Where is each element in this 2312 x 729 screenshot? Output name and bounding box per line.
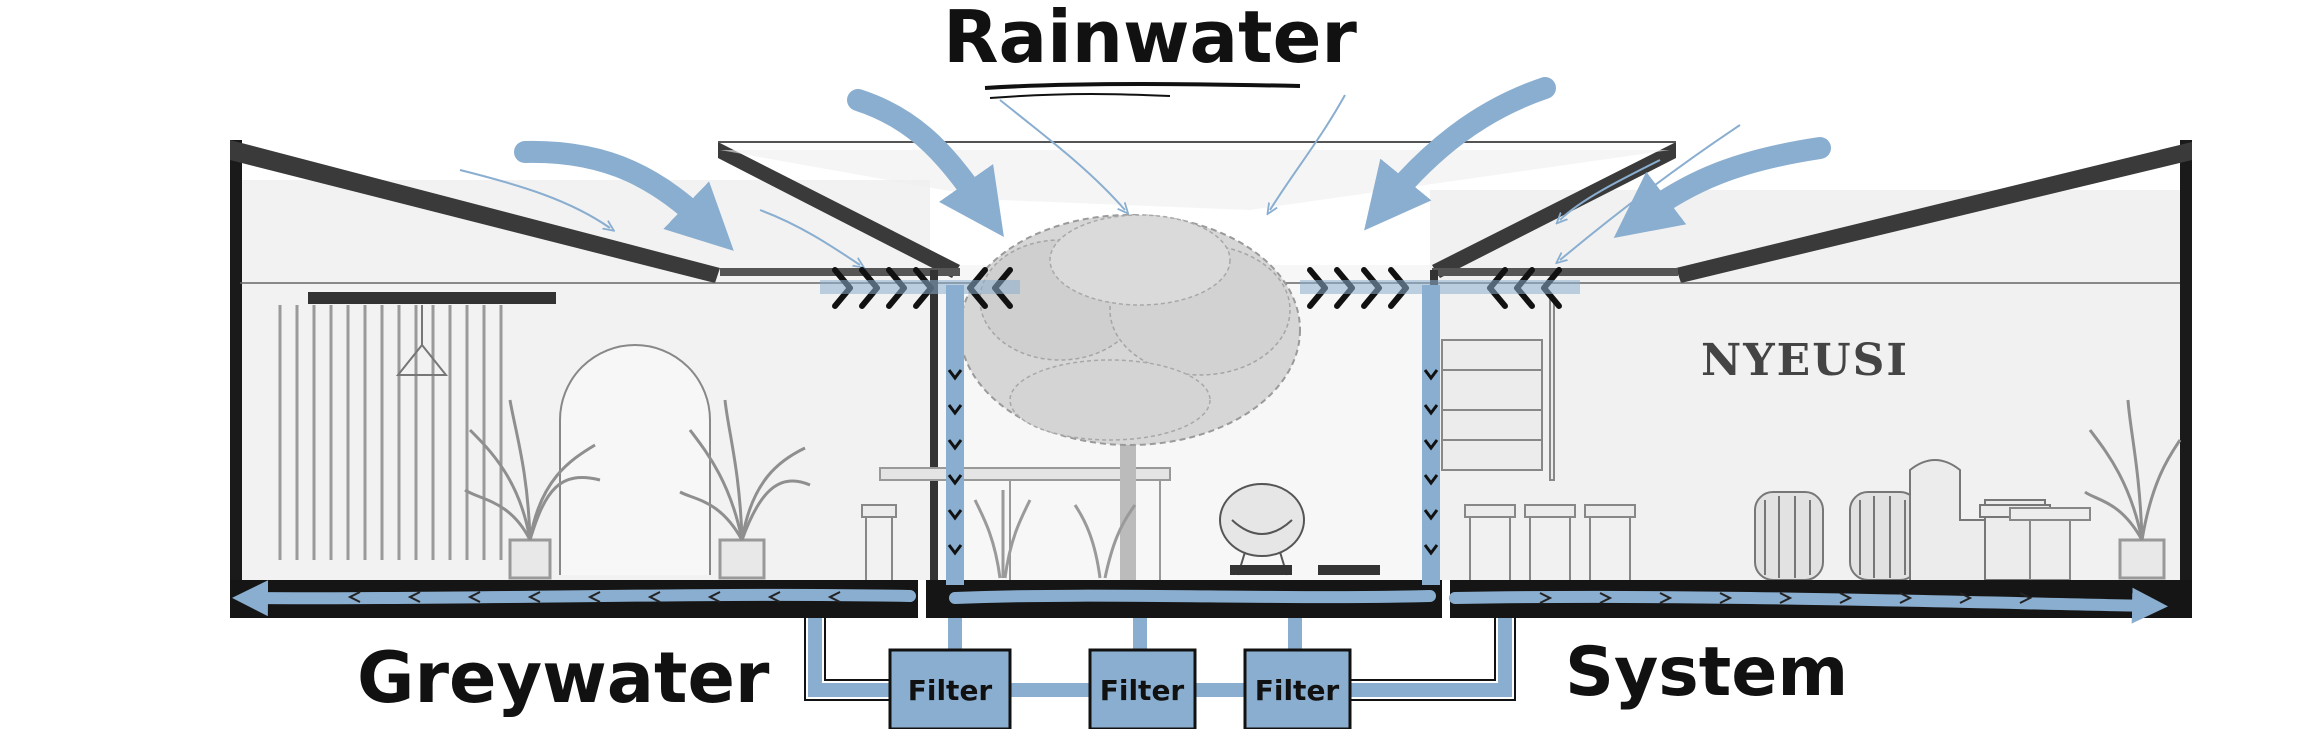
gutter-channel-left (820, 280, 1020, 294)
distribution-line-left (232, 580, 916, 617)
barrel-stools (1754, 491, 1919, 581)
right-outer-wall (2180, 140, 2192, 595)
center-left-roof (718, 142, 960, 278)
downpipe-right (1422, 285, 1440, 585)
diagram-title: Rainwater (943, 0, 1357, 79)
courtyard-plants (973, 490, 1137, 579)
filter-label-3: Filter (1255, 674, 1340, 707)
rain-thin-arrow-1 (459, 169, 610, 228)
bar-shelving (1441, 299, 1555, 481)
title-underline-2 (989, 93, 1171, 99)
filter-box-1: Filter (888, 648, 1012, 729)
rain-thin-arrow-5 (1560, 124, 1741, 260)
floor-grate-1 (1230, 565, 1292, 575)
rainwater-flow-arrows (459, 77, 1831, 585)
distribution-line-center (949, 589, 1436, 604)
slatted-screen (278, 305, 503, 560)
left-soffit-beam (308, 292, 556, 304)
rain-arrow-1 (514, 140, 734, 251)
left-outer-wall (230, 140, 242, 595)
building-section: NYEUSI (230, 140, 2192, 618)
distribution-line-right (1449, 587, 2168, 624)
downpipe-chevrons (947, 369, 1439, 556)
filter-box-3: Filter (1243, 648, 1352, 729)
floor-break-right (1442, 580, 1450, 618)
filter-label-1: Filter (908, 674, 993, 707)
plant-right (2084, 399, 2182, 580)
greywater-distribution: Filter Filter Filter (232, 580, 2168, 729)
floor-grate-2 (1318, 565, 1380, 575)
plant-left-2 (679, 399, 811, 580)
right-roof (1676, 142, 2192, 283)
label-greywater: Greywater (357, 637, 770, 719)
pendant-lamp (395, 305, 449, 376)
distribution-chevrons (347, 591, 2033, 604)
arch-doorway (559, 344, 711, 575)
rain-thin-arrow-2 (759, 209, 860, 265)
bar-stools-right (1464, 504, 1636, 580)
left-courtyard-wall (930, 270, 938, 585)
pipe-to-filters-right (1350, 618, 1512, 697)
floor-break-left (918, 580, 926, 618)
rain-thin-arrow-4 (1270, 94, 1346, 210)
rain-thin-arrow-6 (1560, 159, 1661, 220)
filter-pipe-outline (804, 618, 1516, 701)
downpipe-left (946, 285, 964, 585)
plant-left-1 (464, 399, 601, 580)
rain-arrow-2 (847, 89, 1004, 238)
filter-label-2: Filter (1100, 674, 1185, 707)
rain-arrow-4 (1613, 137, 1831, 238)
rain-arrow-3 (1364, 77, 1556, 231)
left-roof (230, 140, 720, 283)
title-underline (984, 82, 1301, 90)
bar-stool-left (861, 504, 897, 580)
label-system: System (1565, 633, 1848, 712)
filter-box-2: Filter (1088, 648, 1197, 729)
pipe-to-filters-left (808, 618, 890, 697)
brand-sign: NYEUSI (1701, 335, 1909, 386)
courtyard-tree (959, 214, 1301, 580)
rain-thin-arrow-3 (999, 99, 1125, 210)
